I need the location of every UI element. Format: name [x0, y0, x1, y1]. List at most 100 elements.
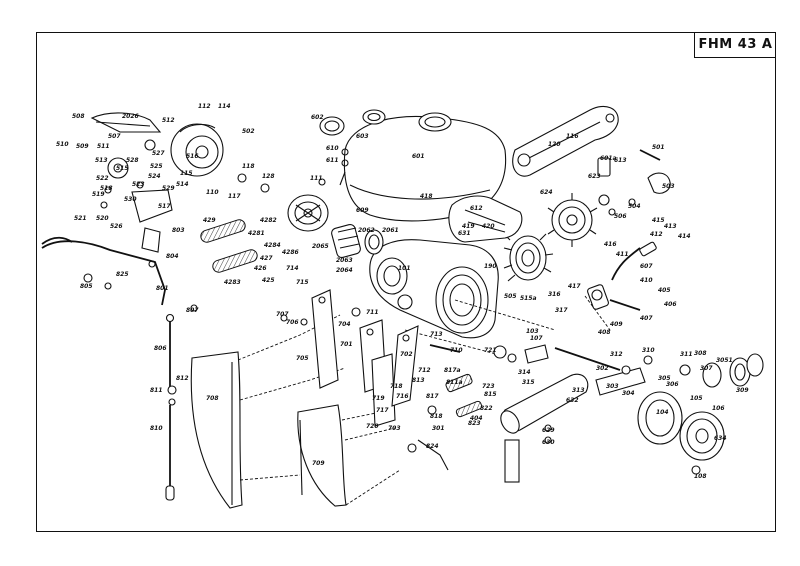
- part-label: 512: [162, 117, 175, 124]
- part-label: 612: [470, 205, 483, 212]
- part-label: 3051: [716, 357, 733, 364]
- part-label: 115: [180, 170, 193, 177]
- part-label: 632: [566, 397, 579, 404]
- part-label: 822: [480, 405, 493, 412]
- part-label: 406: [664, 301, 677, 308]
- part-label: 418: [420, 193, 433, 200]
- part-label: 508: [72, 113, 85, 120]
- part-label: 105: [690, 395, 703, 402]
- part-label: 526: [110, 223, 123, 230]
- part-label: 107: [530, 335, 543, 342]
- part-label: 723: [482, 383, 495, 390]
- part-label: 103: [526, 328, 539, 335]
- part-label: 117: [228, 193, 241, 200]
- part-label: 2065: [312, 243, 329, 250]
- part-label: 515a: [520, 295, 537, 302]
- part-label: 505: [504, 293, 517, 300]
- part-label: 529: [162, 185, 175, 192]
- part-label: 509: [76, 143, 89, 150]
- part-label: 310: [642, 347, 655, 354]
- part-label: 427: [260, 255, 273, 262]
- control-rods: [165, 313, 177, 501]
- part-label: 417: [568, 283, 581, 290]
- part-label: 519: [92, 191, 105, 198]
- part-label: 806: [154, 345, 167, 352]
- part-label: 525: [150, 163, 163, 170]
- part-label: 507: [108, 133, 121, 140]
- part-label: 715: [296, 279, 309, 286]
- part-label: 522: [96, 175, 109, 182]
- part-label: 706: [286, 319, 299, 326]
- part-label: 609: [356, 207, 369, 214]
- part-label: 2061: [382, 227, 399, 234]
- part-label: 517: [158, 203, 171, 210]
- part-label: 404: [470, 415, 483, 422]
- part-label: 414: [678, 233, 691, 240]
- part-label: 315: [522, 379, 535, 386]
- part-label: 703: [388, 425, 401, 432]
- part-label: 712: [418, 367, 431, 374]
- engine-crankcase: [369, 239, 499, 339]
- part-label: 313: [572, 387, 585, 394]
- part-label: 823: [468, 420, 481, 427]
- part-label: 502: [242, 128, 255, 135]
- part-label: 601: [412, 153, 425, 160]
- part-label: 721: [484, 347, 497, 354]
- rear-frame-arm: [512, 105, 619, 177]
- part-label: 409: [610, 321, 623, 328]
- part-label: 807: [186, 307, 199, 314]
- part-label: 312: [610, 351, 623, 358]
- part-label: 623: [588, 173, 601, 180]
- part-label: 514: [176, 181, 189, 188]
- part-label: 803: [172, 227, 185, 234]
- part-label: 420: [482, 223, 495, 230]
- drawing-frame: [36, 32, 776, 532]
- part-label: 511: [97, 143, 110, 150]
- part-label: 416: [604, 241, 617, 248]
- part-label: 104: [656, 409, 669, 416]
- part-label: 817: [426, 393, 439, 400]
- lever-mechanism: [90, 112, 173, 253]
- part-label: 504: [628, 203, 641, 210]
- part-label: 708: [206, 395, 219, 402]
- brake-drum: [287, 194, 329, 232]
- part-label: 111: [310, 175, 323, 182]
- part-number-labels: 508 2026 510 509 511 513 507 522 521 520…: [56, 103, 749, 480]
- part-label: 811a: [446, 379, 463, 386]
- part-label: 607: [640, 263, 653, 270]
- part-label: 4284: [264, 242, 281, 249]
- part-label: 301: [432, 425, 445, 432]
- part-label: 523: [132, 181, 145, 188]
- part-label: 713: [430, 331, 443, 338]
- part-label: 817a: [444, 367, 461, 374]
- part-label: 2063: [336, 257, 353, 264]
- part-label: 709: [312, 460, 325, 467]
- part-label: 710: [450, 347, 463, 354]
- part-label: 825: [116, 271, 129, 278]
- part-label: 419: [462, 223, 475, 230]
- part-label: 515: [116, 165, 129, 172]
- part-label: 316: [548, 291, 561, 298]
- part-label: 716: [396, 393, 409, 400]
- part-label: 108: [694, 473, 707, 480]
- part-label: 613: [614, 157, 627, 164]
- part-label: 2064: [336, 267, 353, 274]
- carburetor-assembly: [587, 241, 657, 311]
- part-label: 307: [700, 365, 713, 372]
- part-label: 4286: [282, 249, 299, 256]
- part-label: 705: [296, 355, 309, 362]
- part-label: 413: [664, 223, 677, 230]
- part-label: 405: [658, 287, 671, 294]
- cylinder-fins: [503, 233, 554, 282]
- part-label: 718: [390, 383, 403, 390]
- part-label: 629: [542, 427, 555, 434]
- part-label: 520: [96, 215, 109, 222]
- part-label: 805: [80, 283, 93, 290]
- part-label: 719: [372, 395, 385, 402]
- part-label: 116: [566, 133, 579, 140]
- part-label: 518: [100, 185, 113, 192]
- part-label: 611: [326, 157, 339, 164]
- sheet-code-box: FHM 43 A: [694, 32, 776, 58]
- part-label: 530: [124, 196, 137, 203]
